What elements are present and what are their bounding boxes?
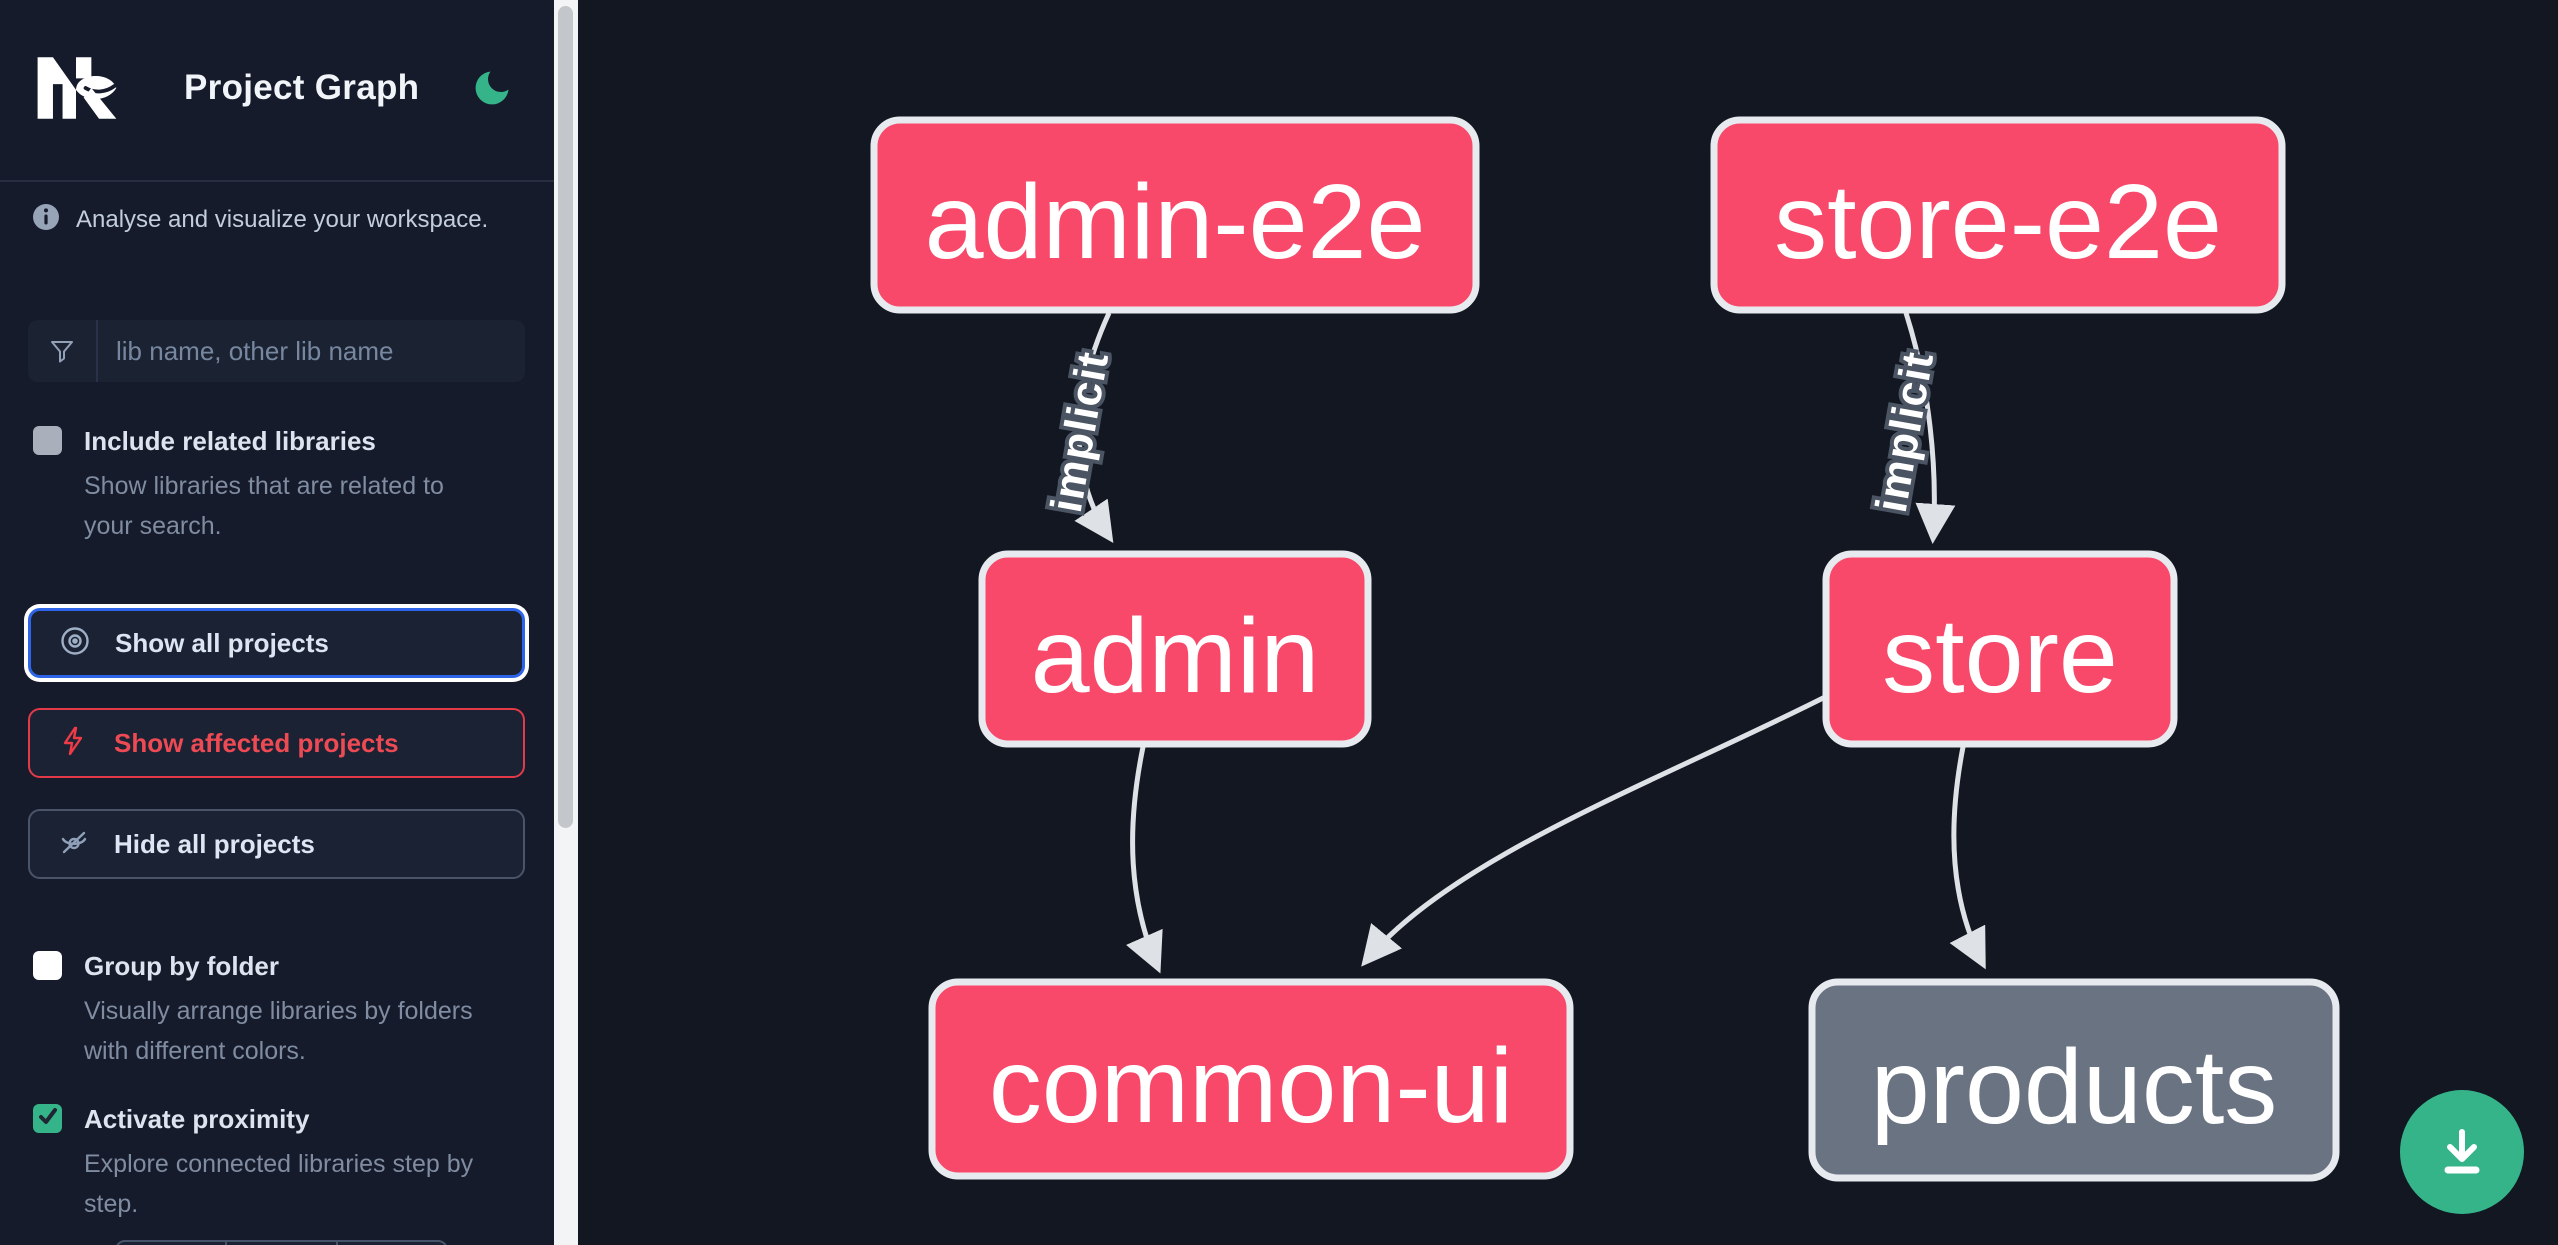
node-common-ui-box[interactable] [928,978,1574,1180]
node-store-e2e-box[interactable] [1710,116,2286,314]
workspace-tagline-row: Analyse and visualize your workspace. [32,203,488,236]
funnel-icon [28,320,98,382]
node-store-label: store [1882,597,2118,715]
check-icon [37,1105,59,1132]
activate-proximity-description: Explore connected libraries step by step… [84,1150,474,1218]
hide-all-projects-button[interactable]: Hide all projects [28,809,525,879]
activate-proximity-setting: Activate proximity Explore connected lib… [33,1102,489,1224]
moon-icon [470,71,514,114]
node-common-ui[interactable]: common-ui [928,978,1574,1180]
include-related-label: Include related libraries [84,426,376,456]
proximity-stepper-segment[interactable] [117,1242,228,1245]
scrollbar-thumb[interactable] [558,6,573,828]
download-graph-button[interactable] [2400,1090,2524,1214]
show-all-projects-label: Show all projects [115,627,329,658]
edge-admin-e2e-admin[interactable] [1074,311,1114,543]
include-related-checkbox[interactable] [33,426,62,455]
edge-store-e2e-store[interactable] [1903,312,1956,544]
project-graph-canvas[interactable]: implicit implicit admin-e2e store-e2e ad… [578,0,2558,1245]
proximity-stepper-segment[interactable] [227,1242,338,1245]
node-store-e2e[interactable]: store-e2e [1710,116,2286,314]
proximity-stepper[interactable] [115,1240,448,1245]
group-by-folder-checkbox[interactable] [33,951,62,980]
node-products[interactable]: products [1808,978,2340,1182]
group-by-folder-setting: Group by folder Visually arrange librari… [33,949,489,1071]
show-affected-projects-label: Show affected projects [114,727,399,758]
activate-proximity-checkbox[interactable] [33,1104,62,1133]
group-by-folder-description: Visually arrange libraries by folders wi… [84,997,473,1065]
search-input[interactable] [98,320,525,382]
group-by-folder-label: Group by folder [84,951,279,981]
node-products-label: products [1871,1028,2278,1146]
node-store-box[interactable] [1822,550,2178,748]
eye-off-icon [58,826,90,863]
node-store[interactable]: store [1822,550,2178,748]
workspace-tagline: Analyse and visualize your workspace. [76,205,489,233]
node-admin-e2e[interactable]: admin-e2e [870,116,1480,314]
node-store-e2e-label: store-e2e [1774,163,2222,281]
hide-all-projects-label: Hide all projects [114,828,315,859]
edge-store-products[interactable] [1949,746,1986,970]
show-all-projects-button[interactable]: Show all projects [28,608,525,678]
include-related-setting: Include related libraries Show libraries… [33,424,489,546]
sidebar: Project Graph Analyse and visualize your… [0,0,556,1245]
download-icon [2430,1118,2494,1187]
eye-icon [59,625,91,662]
node-products-box[interactable] [1808,978,2340,1182]
node-admin-box[interactable] [978,550,1372,748]
edge-admin-common-ui[interactable] [1126,746,1163,974]
theme-toggle-button[interactable] [470,66,514,110]
bolt-icon [58,725,90,762]
graph-svg: implicit implicit admin-e2e store-e2e ad… [870,116,2340,1182]
edges [1074,311,1986,974]
header-divider [0,180,556,182]
search-box [28,320,525,382]
node-admin-e2e-box[interactable] [870,116,1480,314]
info-icon [32,203,60,236]
activate-proximity-label: Activate proximity [84,1104,310,1134]
sidebar-scrollbar [554,0,578,1245]
node-admin-e2e-label: admin-e2e [925,163,1426,281]
include-related-description: Show libraries that are related to your … [84,472,444,540]
node-admin-label: admin [1031,597,1320,715]
node-common-ui-label: common-ui [989,1027,1513,1145]
node-admin[interactable]: admin [978,550,1372,748]
edge-store-common-ui[interactable] [1361,691,1833,967]
show-affected-projects-button[interactable]: Show affected projects [28,708,525,778]
nx-logo [28,48,124,128]
edge-label-implicit-admin: implicit [1042,348,1118,516]
page-title: Project Graph [184,68,420,107]
